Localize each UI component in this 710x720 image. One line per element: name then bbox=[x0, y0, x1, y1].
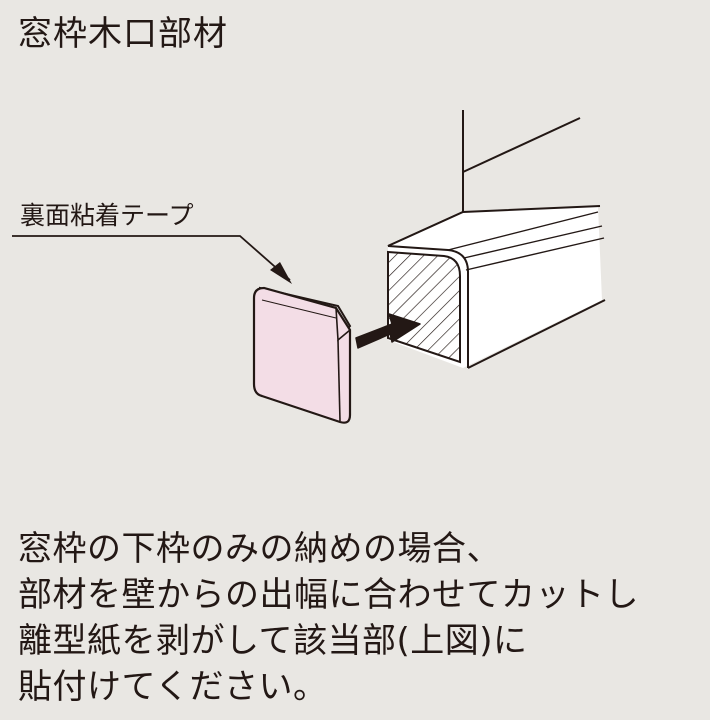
instruction-text: 窓枠の下枠のみの納めの場合、 部材を壁からの出幅に合わせてカットし 離型紙を剥が… bbox=[18, 526, 708, 710]
instruction-line: 離型紙を剥がして該当部(上図)に bbox=[18, 621, 528, 661]
adhesive-tape-callout-label: 裏面粘着テープ bbox=[20, 201, 194, 230]
end-cap-piece bbox=[252, 286, 352, 424]
cut-end-face bbox=[387, 250, 461, 364]
callout-leader bbox=[12, 235, 292, 284]
insertion-arrow bbox=[355, 313, 421, 349]
instruction-line: 貼付けてください。 bbox=[18, 667, 328, 707]
window-frame-end-cap-diagram: 裏面粘着テープ bbox=[12, 110, 606, 424]
instruction-line: 部材を壁からの出幅に合わせてカットし bbox=[18, 575, 639, 615]
instruction-line: 窓枠の下枠のみの納めの場合、 bbox=[18, 529, 501, 569]
page-title: 窓枠木口部材 bbox=[18, 14, 228, 54]
frame-member bbox=[387, 205, 606, 369]
